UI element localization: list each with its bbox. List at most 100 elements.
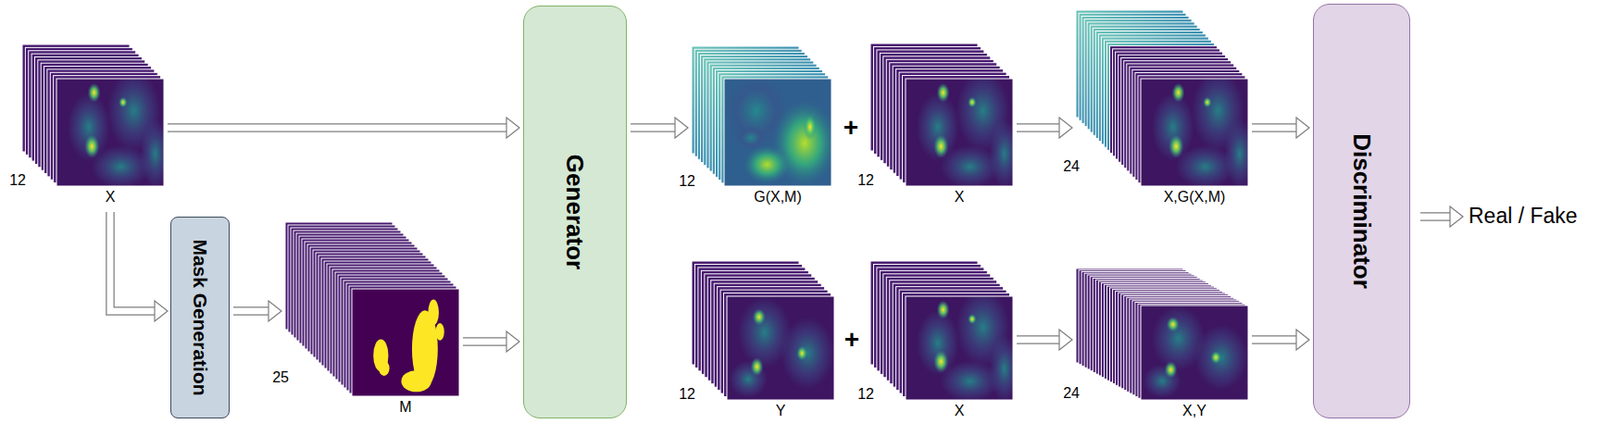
field-blob <box>988 336 1013 400</box>
mask-region <box>400 370 431 392</box>
field-blob <box>937 83 950 103</box>
flow-arrow <box>1016 117 1073 138</box>
tensor-stack <box>691 261 835 400</box>
flow-arrow <box>110 212 168 322</box>
front-image <box>1140 305 1249 400</box>
box-title: Generator <box>562 154 588 270</box>
field-blob <box>1172 83 1186 103</box>
front-border <box>56 78 164 187</box>
arrow-head <box>506 331 520 352</box>
field-blob <box>988 119 1013 187</box>
front-border <box>905 296 1013 400</box>
tensor-stack: 12X <box>870 261 1013 424</box>
front-border <box>1140 305 1249 400</box>
process-box: Generator <box>523 5 627 419</box>
arrow-shaft-fill <box>1251 125 1298 132</box>
arrow-shaft-fill <box>110 212 156 312</box>
field-blob <box>1202 97 1212 109</box>
field-blob <box>735 125 768 151</box>
field-blob <box>803 113 817 140</box>
concat-operator: + <box>844 325 860 355</box>
box-title: Mask Generation <box>190 238 211 396</box>
arrow-shaft-outline <box>1420 212 1450 222</box>
output-label: Real / Fake <box>1468 204 1578 228</box>
flow-arrow <box>462 331 520 352</box>
channel-count: 12 <box>855 172 875 189</box>
mask-region <box>435 323 444 341</box>
field-blob <box>752 308 766 325</box>
image-ground <box>1140 305 1249 400</box>
tensor-label: M <box>351 399 460 416</box>
field-blob <box>743 145 791 185</box>
tensor-stack <box>22 44 171 188</box>
arrow-shaft-outline <box>110 212 156 312</box>
arrow-shaft-fill <box>462 338 508 346</box>
flow-arrow <box>167 117 520 138</box>
front-border <box>1140 78 1249 187</box>
channel-count: 24 <box>1061 158 1080 175</box>
front-border <box>351 288 460 397</box>
field-blob <box>1166 316 1180 332</box>
arrow-head <box>1450 206 1463 227</box>
arrow-shaft-fill <box>233 308 270 315</box>
arrow-shaft-fill <box>1251 337 1298 344</box>
arrow-shaft-outline <box>1016 335 1061 345</box>
tensor-stack: 24X,Y <box>1075 268 1249 424</box>
channel-count: 25 <box>270 369 289 387</box>
output-arrow <box>1420 206 1463 227</box>
tensor-stack: 12Y <box>691 261 835 424</box>
tensor-stack: 25M <box>285 222 460 421</box>
field-blob <box>1210 350 1222 364</box>
flow-arrow <box>630 117 688 138</box>
arrow-shaft-outline <box>630 123 676 133</box>
tensor-stack <box>870 43 1020 188</box>
field-blob <box>967 97 976 109</box>
front-image <box>351 288 460 397</box>
tensor-label: X <box>905 402 1013 420</box>
process-box: Mask Generation <box>170 216 230 419</box>
field-blob <box>84 134 100 159</box>
front-border <box>724 78 832 187</box>
field-blob <box>1224 119 1249 187</box>
front-image <box>56 78 164 187</box>
arrow-shaft-fill <box>1016 337 1061 344</box>
field-blob <box>933 350 949 374</box>
front-border <box>726 296 835 400</box>
tensor-label: Y <box>726 402 835 420</box>
tensor-label: X,Y <box>1140 402 1249 420</box>
arrow-head <box>268 300 282 322</box>
concat-operator: + <box>843 113 859 143</box>
field-blob <box>933 134 949 159</box>
front-image <box>905 78 1013 187</box>
tensor-stack <box>285 222 460 397</box>
arrow-head <box>154 300 168 322</box>
field-blob <box>87 83 101 103</box>
tensor-stack: 12G(X,M) <box>691 46 832 211</box>
field-blob <box>1194 324 1249 390</box>
arrow-head <box>1296 117 1310 138</box>
front-image <box>724 78 832 187</box>
channel-count: 12 <box>676 386 696 403</box>
mask-region <box>378 361 390 376</box>
arrow-shaft-fill <box>167 125 508 132</box>
field-blob <box>796 346 808 362</box>
channel-count: 12 <box>7 172 26 189</box>
process-box: Discriminator <box>1312 3 1411 419</box>
field-blob <box>139 119 164 187</box>
field-blob <box>780 316 835 389</box>
tensor-stack <box>1075 10 1255 188</box>
channel-count: 12 <box>855 386 875 403</box>
arrow-shaft-outline <box>462 337 508 347</box>
tensor-label: X <box>56 188 164 206</box>
flow-arrow <box>1251 329 1310 350</box>
arrow-shaft-fill <box>1420 213 1451 221</box>
field-blob <box>967 313 976 325</box>
arrow-head <box>675 117 688 138</box>
channel-count: 12 <box>676 173 696 190</box>
arrow-shaft-outline <box>233 306 270 316</box>
tensor-stack <box>870 261 1020 402</box>
front-image <box>905 296 1013 400</box>
arrow-shaft-outline <box>1251 335 1298 345</box>
arrow-head <box>1296 329 1310 350</box>
